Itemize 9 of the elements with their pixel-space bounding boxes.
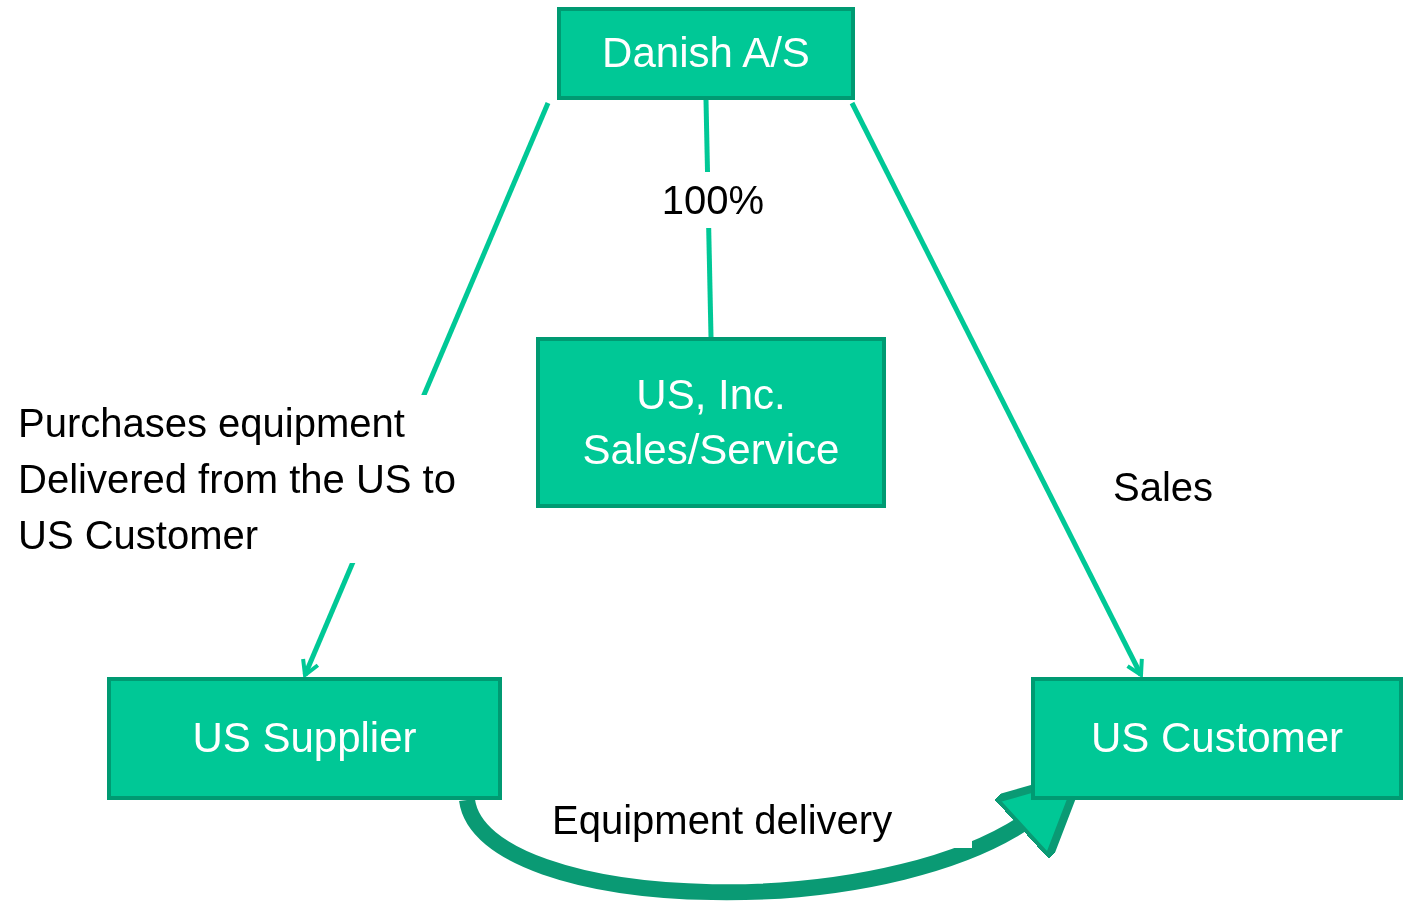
node-label: US, Inc. Sales/Service [581, 369, 841, 475]
arrow [849, 101, 1144, 677]
node-label: Danish A/S [602, 28, 810, 79]
supplier-box [107, 677, 502, 800]
node-label: US Customer [1090, 713, 1344, 764]
node-label: US Supplier [192, 713, 417, 764]
customer-box [1031, 677, 1403, 800]
subsidiary-box [536, 337, 886, 508]
company-box [557, 7, 855, 100]
